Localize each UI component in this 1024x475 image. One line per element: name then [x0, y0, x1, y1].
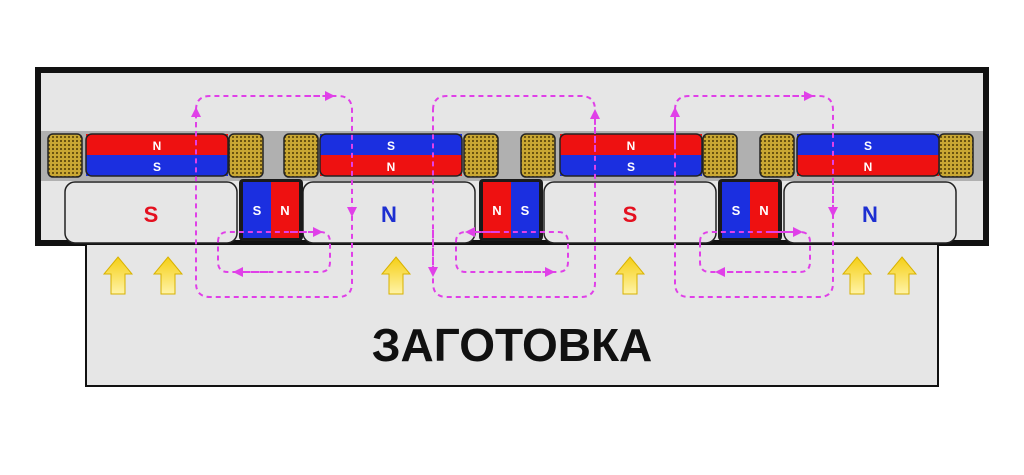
flux-loop-outer [195, 95, 353, 298]
magnet-bottom-label: N [387, 160, 396, 174]
magnet-top-label: S [864, 139, 872, 153]
pole-piece: N [783, 181, 957, 244]
magnet-top-label: N [627, 139, 636, 153]
workpiece-label: ЗАГОТОВКА [372, 319, 653, 371]
gap-magnet-right [750, 182, 778, 238]
magnet-outline [559, 133, 703, 177]
pole-piece-body [783, 181, 957, 244]
magnet-top-label: N [153, 139, 162, 153]
coil-spacers [47, 133, 974, 178]
gap-magnet-right [511, 182, 539, 238]
magnet-bottom-label: N [864, 160, 873, 174]
flux-loop-inner [217, 231, 331, 273]
gap-magnet-left [483, 182, 511, 238]
flux-loop-inner [699, 231, 811, 273]
magnet-top-half [320, 134, 462, 155]
up-arrow-icon [380, 256, 412, 295]
coil-spacer-icon [463, 133, 499, 178]
magnet-top-half [86, 134, 228, 155]
flux-loop-outer [674, 95, 834, 298]
up-arrow-icon [886, 256, 918, 295]
workpiece-body [85, 243, 939, 387]
pole-piece-body [64, 181, 238, 244]
pole-piece-label: S [144, 202, 159, 227]
top-magnet: SN [796, 133, 940, 177]
coil-spacer-icon [759, 133, 795, 178]
pole-piece-label: N [862, 202, 878, 227]
magnet-bottom-label: S [153, 160, 161, 174]
force-arrows [102, 256, 918, 295]
flux-lines [191, 91, 838, 298]
gap-magnet-left-label: S [732, 203, 741, 218]
up-arrow-shape [152, 256, 184, 295]
gap-magnet-left [243, 182, 271, 238]
coil-spacer-icon [938, 133, 974, 178]
magnet-bottom-label: S [627, 160, 635, 174]
pole-piece-body [543, 181, 717, 244]
magnet-top-half [797, 134, 939, 155]
flux-loop-outer [432, 95, 596, 298]
up-arrow-shape [380, 256, 412, 295]
pole-piece-label: S [623, 202, 638, 227]
gap-magnet-left-label: S [253, 203, 262, 218]
magnet-outline [319, 133, 463, 177]
gap-magnet-left-label: N [492, 203, 501, 218]
top-magnet: NS [559, 133, 703, 177]
pole-piece: S [64, 181, 238, 244]
up-arrow-shape [841, 256, 873, 295]
coil-spacer-icon [228, 133, 264, 178]
top-magnet: NS [85, 133, 229, 177]
coil-spacer-icon [47, 133, 83, 178]
top-magnet: SN [319, 133, 463, 177]
pole-piece: S [543, 181, 717, 244]
magnet-bottom-half [320, 155, 462, 176]
up-arrow-shape [886, 256, 918, 295]
up-arrow-shape [614, 256, 646, 295]
up-arrow-icon [614, 256, 646, 295]
gap-magnet-right-label: N [280, 203, 289, 218]
workpiece: ЗАГОТОВКА [85, 243, 939, 387]
magnet-top-label: S [387, 139, 395, 153]
magnet-outline [796, 133, 940, 177]
up-arrow-icon [841, 256, 873, 295]
magnet-outline [85, 133, 229, 177]
up-arrow-icon [152, 256, 184, 295]
coil-spacer-icon [520, 133, 556, 178]
flux-loop-inner [455, 231, 569, 273]
gap-magnet-right-label: S [521, 203, 530, 218]
up-arrow-shape [102, 256, 134, 295]
up-arrow-icon [102, 256, 134, 295]
pole-piece: N [302, 181, 476, 244]
coil-spacer-icon [702, 133, 738, 178]
gap-magnet-right [271, 182, 299, 238]
pole-piece-label: N [381, 202, 397, 227]
magnet-bottom-half [86, 155, 228, 176]
coil-spacer-icon [283, 133, 319, 178]
gap-magnet-left [722, 182, 750, 238]
gap-magnet-right-label: N [759, 203, 768, 218]
